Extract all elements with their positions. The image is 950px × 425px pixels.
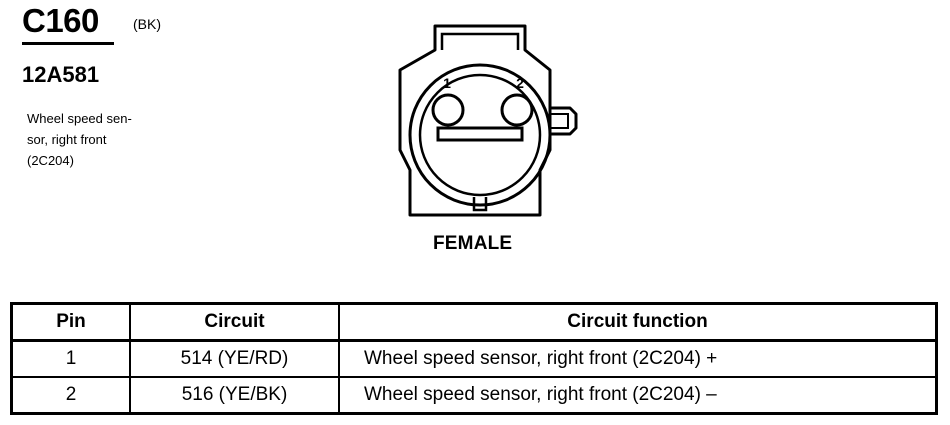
circuit-cell: 516 (YE/BK)	[129, 376, 340, 415]
function-cell: Wheel speed sensor, right front (2C204) …	[338, 339, 938, 378]
connector-color-code: (BK)	[133, 16, 161, 32]
part-number: 12A581	[22, 62, 100, 87]
table-header-row: Pin Circuit Circuit function	[10, 302, 938, 342]
connector-inner-ring	[418, 73, 542, 197]
column-header-function: Circuit function	[338, 302, 938, 342]
column-header-circuit: Circuit	[129, 302, 340, 342]
description-line: Wheel speed sen-	[27, 111, 132, 126]
pin-2-cavity	[500, 93, 534, 127]
pin-table: Pin Circuit Circuit function 1 514 (YE/R…	[10, 302, 938, 415]
connector-key-bar	[436, 126, 524, 142]
connector-description: Wheel speed sen- sor, right front (2C204…	[27, 108, 132, 171]
connector-id-underline	[22, 42, 114, 45]
function-cell: Wheel speed sensor, right front (2C204) …	[338, 376, 938, 415]
pin-cell: 1	[10, 339, 131, 378]
pin-cell: 2	[10, 376, 131, 415]
description-line: (2C204)	[27, 153, 74, 168]
connector-outer-ring	[408, 63, 552, 207]
connector-gender-label: FEMALE	[433, 233, 513, 254]
connector-housing-inner	[440, 32, 520, 50]
pin-2-label: 2	[516, 75, 524, 91]
column-header-pin: Pin	[10, 302, 131, 342]
connector-key	[472, 197, 488, 212]
table-row: 1 514 (YE/RD) Wheel speed sensor, right …	[10, 339, 938, 378]
table-row: 2 516 (YE/BK) Wheel speed sensor, right …	[10, 376, 938, 415]
description-line: sor, right front	[27, 132, 107, 147]
pin-1-label: 1	[443, 75, 451, 91]
circuit-cell: 514 (YE/RD)	[129, 339, 340, 378]
connector-id: C160	[22, 2, 99, 39]
pin-1-cavity	[431, 93, 465, 127]
connector-face-diagram: 1 2	[398, 24, 578, 217]
connector-latch	[550, 106, 578, 136]
